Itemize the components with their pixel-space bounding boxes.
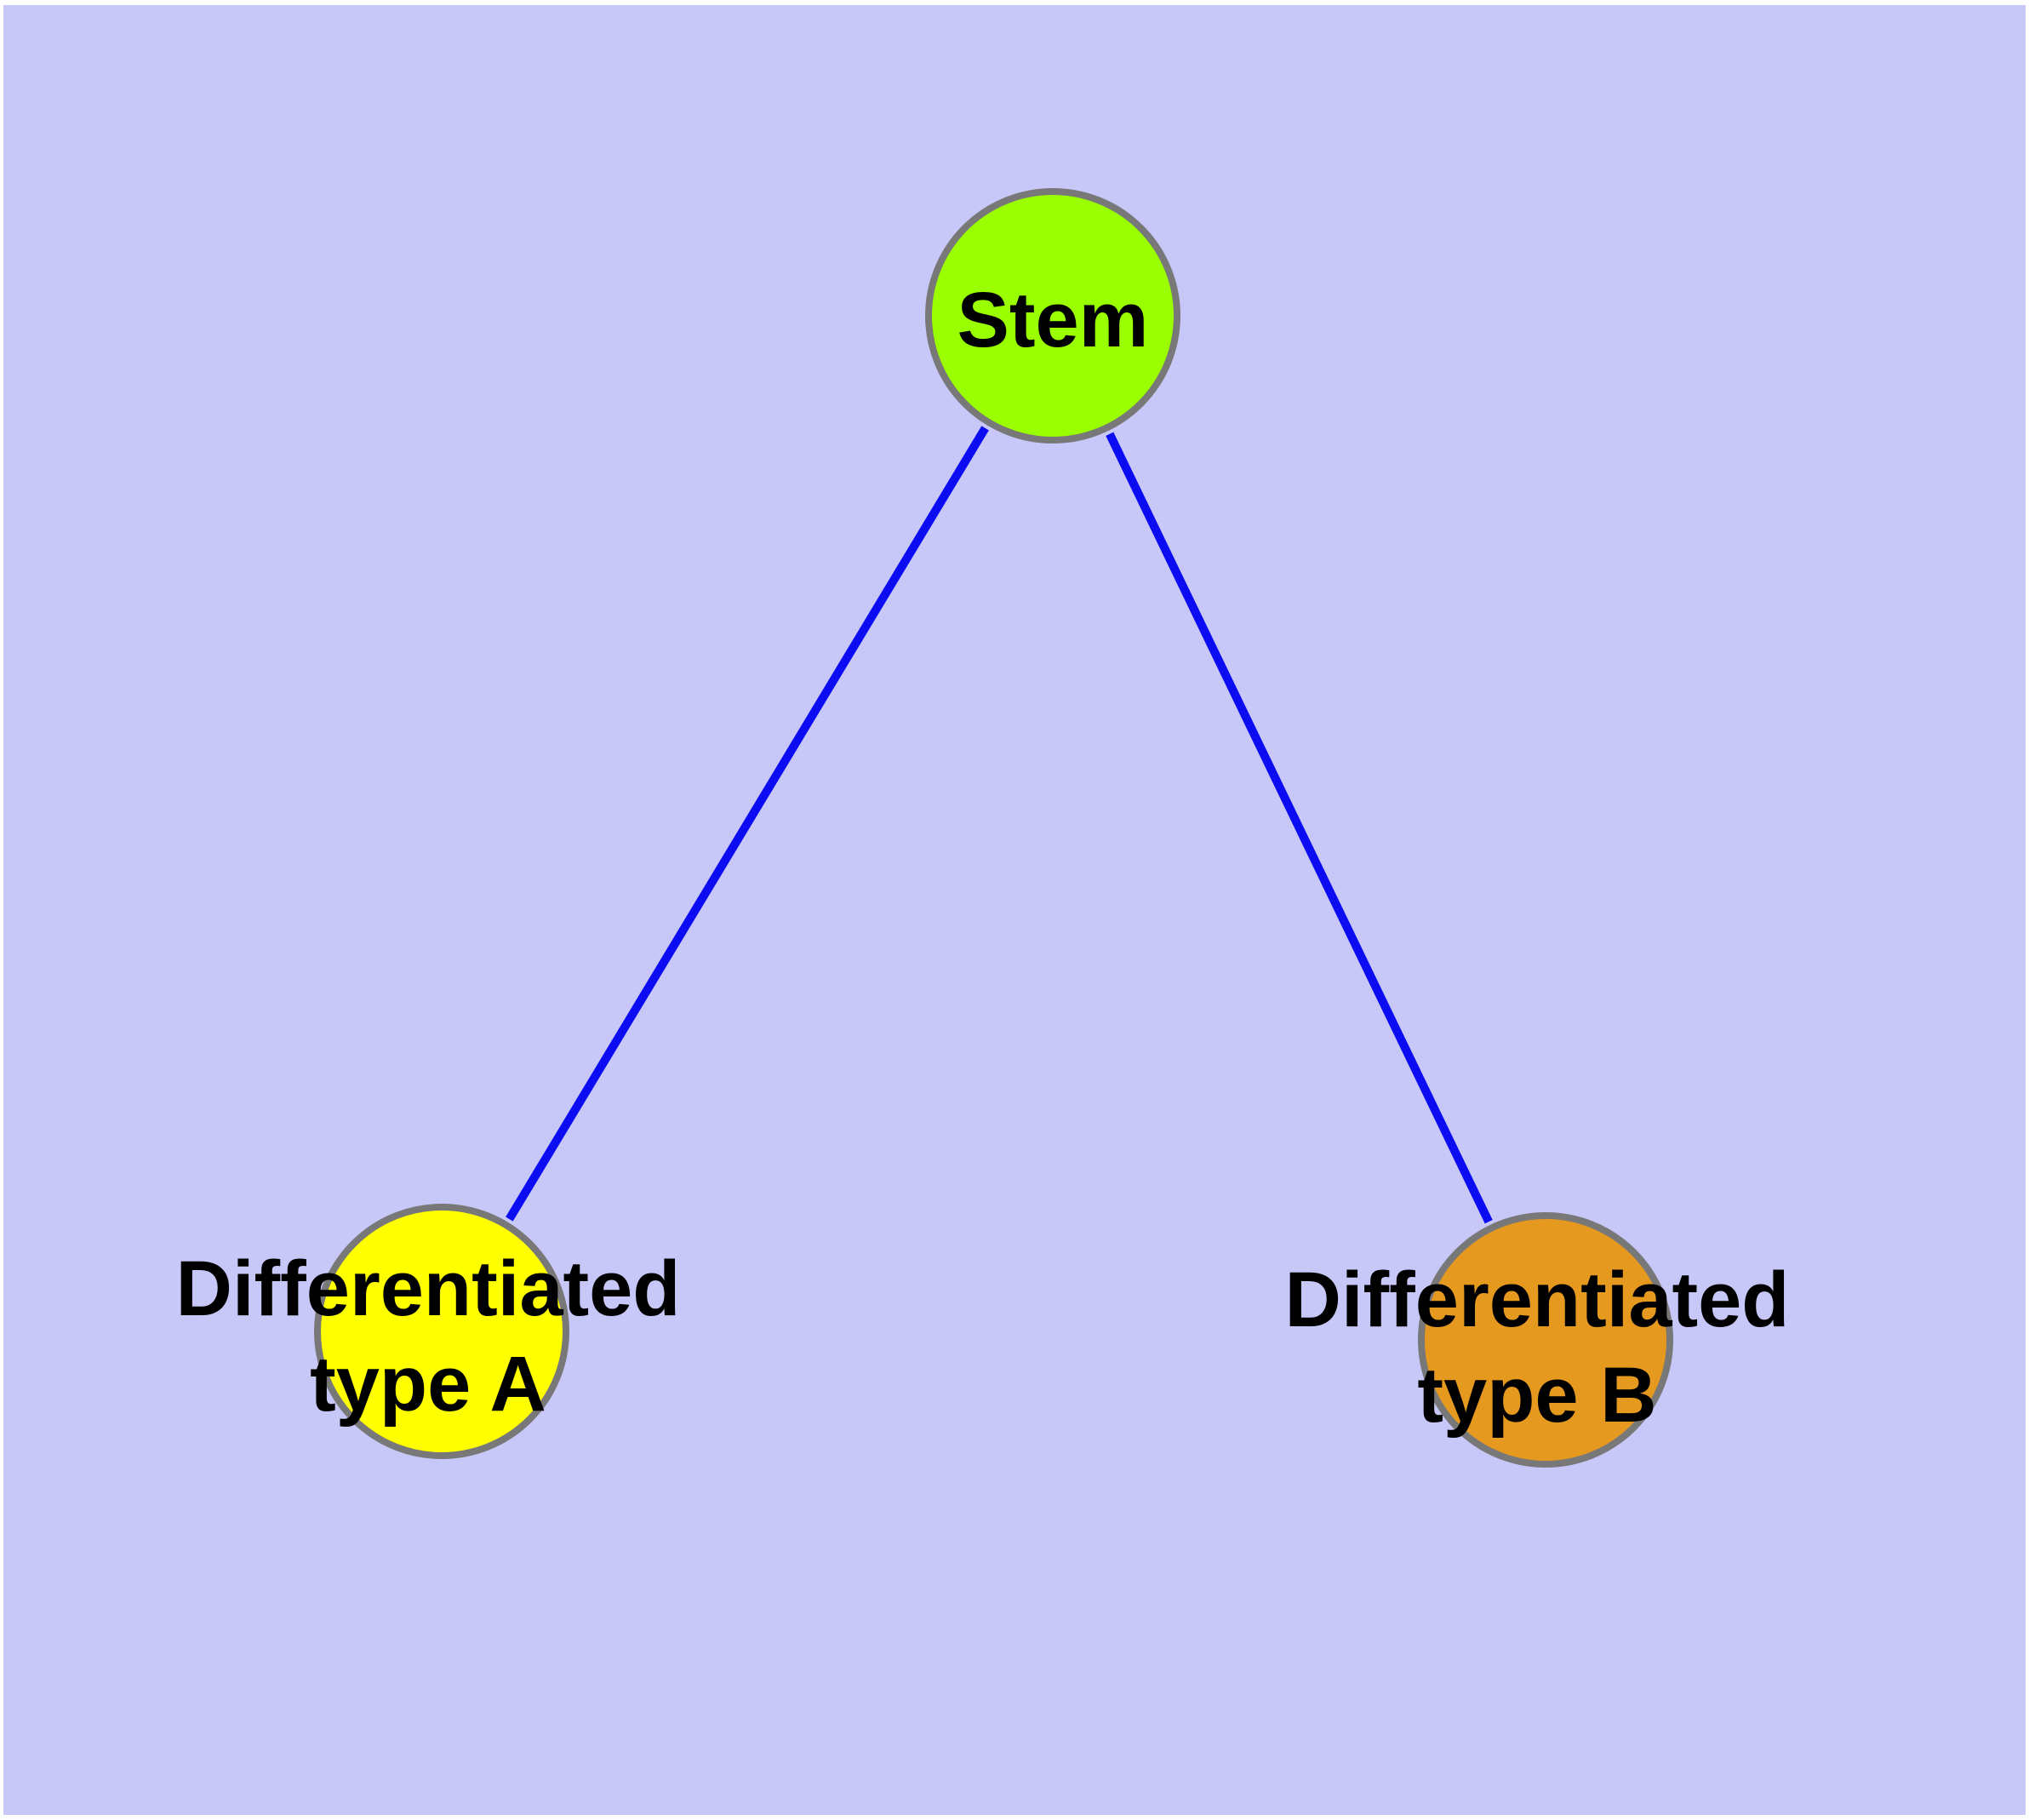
label-line: Differentiated	[175, 1245, 681, 1332]
node-stem[interactable]	[925, 188, 1180, 444]
node-differentiated-type-a-label: Differentiated type A	[176, 1241, 681, 1432]
node-stem-label: Stem	[957, 272, 1149, 368]
edge-stem-to-differentiated-type-a	[506, 426, 989, 1222]
node-differentiated-type-a[interactable]	[314, 1204, 569, 1459]
label-line: Differentiated	[1284, 1256, 1790, 1343]
label-line: type A	[310, 1341, 546, 1428]
node-differentiated-type-b-label: Differentiated type B	[1285, 1252, 1790, 1443]
edge-stem-to-differentiated-type-b	[1106, 432, 1493, 1224]
node-differentiated-type-b[interactable]	[1418, 1212, 1673, 1468]
label-line: Stem	[957, 277, 1149, 363]
label-line: type B	[1417, 1352, 1657, 1439]
